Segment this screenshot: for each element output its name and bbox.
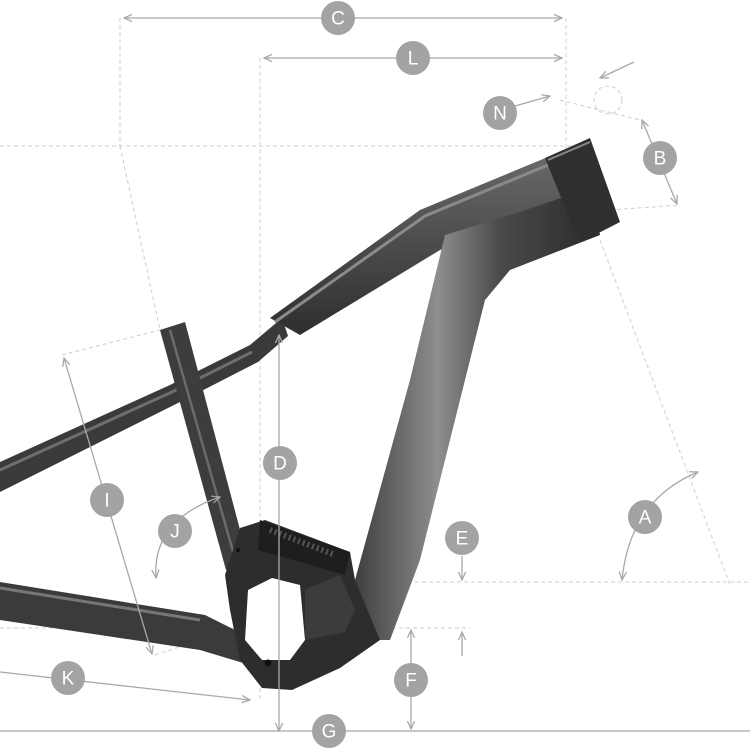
label-n: N xyxy=(483,96,517,130)
label-i: I xyxy=(90,483,124,517)
label-b: B xyxy=(643,141,677,175)
label-g: G xyxy=(312,714,346,748)
label-f: F xyxy=(394,663,428,697)
svg-text:G: G xyxy=(322,722,337,743)
svg-text:F: F xyxy=(405,671,417,692)
label-j: J xyxy=(158,514,192,548)
label-l: L xyxy=(396,41,430,75)
down-tube xyxy=(350,188,600,640)
svg-text:J: J xyxy=(170,522,180,543)
bike-frame xyxy=(0,138,620,690)
svg-text:L: L xyxy=(408,49,419,70)
label-k: K xyxy=(51,661,85,695)
svg-text:D: D xyxy=(273,454,287,475)
label-e: E xyxy=(445,521,479,555)
svg-text:C: C xyxy=(331,9,345,30)
svg-text:I: I xyxy=(104,491,109,512)
head-tube xyxy=(545,138,620,240)
label-a: A xyxy=(628,500,662,534)
svg-text:E: E xyxy=(456,529,469,550)
svg-text:B: B xyxy=(654,149,667,170)
label-d: D xyxy=(263,446,297,480)
svg-text:K: K xyxy=(62,669,75,690)
svg-text:N: N xyxy=(493,104,507,125)
label-c: C xyxy=(321,1,355,35)
top-tube xyxy=(270,152,592,335)
svg-text:A: A xyxy=(639,508,652,529)
